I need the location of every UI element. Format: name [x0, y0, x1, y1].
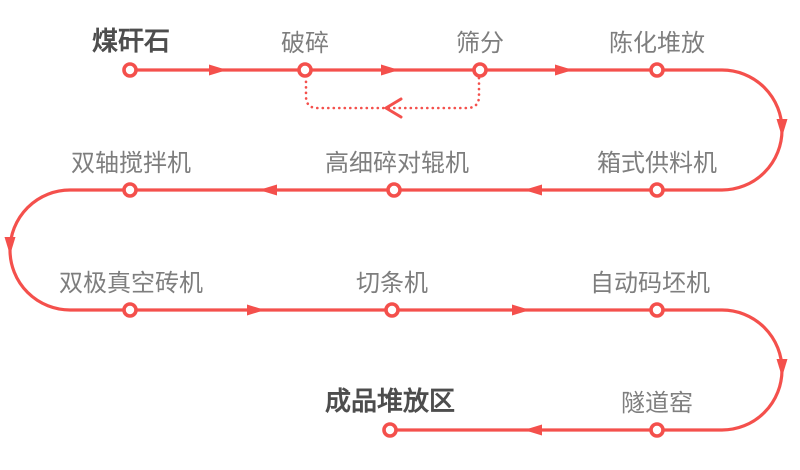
arrow-right-icon [381, 64, 399, 76]
arrow-down-icon [4, 237, 16, 255]
stage-label-auto-stacker: 自动码坯机 [590, 270, 710, 297]
arrow-left-icon [524, 184, 542, 196]
stage-label-screening: 筛分 [456, 30, 504, 57]
node-double-shaft-mixer [122, 182, 138, 198]
flow-path [8, 68, 784, 432]
node-box-feeder [649, 182, 665, 198]
feedback-arrow-icon [384, 97, 403, 119]
arrow-right-icon [247, 304, 265, 316]
node-auto-stacker [649, 302, 665, 318]
node-coal-gangue [122, 62, 138, 78]
node-screening [472, 62, 488, 78]
node-crushing [297, 62, 313, 78]
arrow-down-icon [776, 359, 788, 377]
node-fine-roller-crusher [386, 182, 402, 198]
node-vacuum-brick-machine [122, 302, 138, 318]
feedback-loop-path [304, 76, 481, 110]
node-tunnel-kiln [649, 422, 665, 438]
node-aging-stacking [649, 62, 665, 78]
node-cutting-machine [384, 302, 400, 318]
stage-label-aging-stacking: 陈化堆放 [609, 30, 705, 57]
stage-label-cutting-machine: 切条机 [356, 270, 428, 297]
flow-arrows [4, 64, 788, 436]
stage-label-vacuum-brick-machine: 双极真空砖机 [59, 270, 203, 297]
arrow-left-icon [524, 424, 542, 436]
stage-label-tunnel-kiln: 隧道窑 [621, 390, 693, 417]
stage-label-double-shaft-mixer: 双轴搅拌机 [71, 150, 191, 177]
arrow-left-icon [259, 184, 277, 196]
stage-label-fine-roller-crusher: 高细碎对辊机 [325, 150, 469, 177]
stage-label-box-feeder: 箱式供料机 [597, 150, 717, 177]
arrow-right-icon [512, 304, 530, 316]
flow-nodes [122, 62, 665, 438]
arrow-right-icon [209, 64, 227, 76]
stage-label-finished-area: 成品堆放区 [324, 386, 456, 416]
stage-label-coal-gangue: 煤矸石 [91, 26, 171, 56]
node-finished-area [382, 422, 398, 438]
stage-label-crushing: 破碎 [281, 30, 329, 57]
arrow-right-icon [555, 64, 573, 76]
arrow-down-icon [776, 119, 788, 137]
